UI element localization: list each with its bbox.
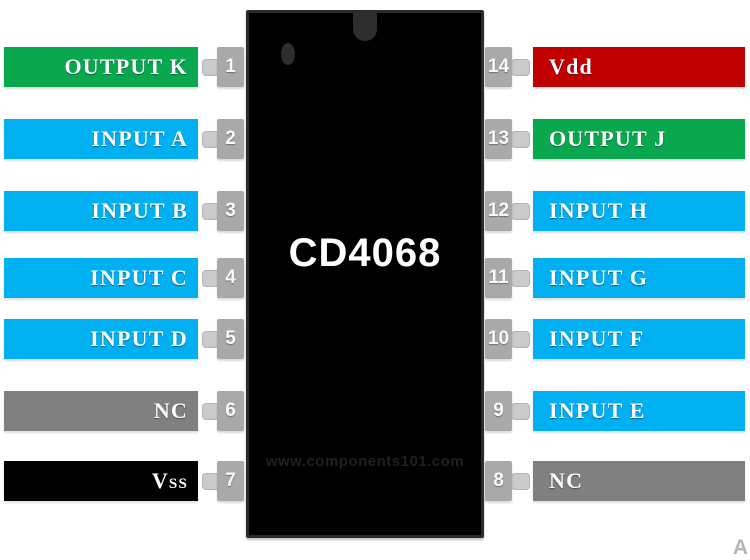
pin-label-output-j: OUTPUT J — [533, 119, 745, 159]
pin-lead-icon — [511, 59, 530, 76]
pin-number-6: 6 — [217, 391, 244, 431]
pin-lead-icon — [511, 270, 530, 287]
pin-lead-icon — [511, 473, 530, 490]
pin-label-input-a: INPUT A — [4, 119, 198, 159]
pin-label-output-k: OUTPUT K — [4, 47, 198, 87]
pin-number-2: 2 — [217, 119, 244, 159]
pin-lead-icon — [511, 203, 530, 220]
pin-number-1: 1 — [217, 47, 244, 87]
pin-row-11: 11 INPUT G — [0, 258, 750, 298]
pin-number-10: 10 — [485, 319, 512, 359]
pin-label-input-g: INPUT G — [533, 258, 745, 298]
pin-row-10: 10 INPUT F — [0, 319, 750, 359]
pin-row-1: OUTPUT K 1 — [0, 47, 750, 87]
pin-row-2: INPUT A 2 — [0, 119, 750, 159]
pin-label-input-f: INPUT F — [533, 319, 745, 359]
pin-row-8: 8 NC — [0, 461, 750, 501]
pin-label-vss: Vss — [4, 461, 198, 501]
pin-label-vdd: Vdd — [533, 47, 745, 87]
pin-number-14: 14 — [485, 47, 512, 87]
corner-watermark: A — [732, 536, 748, 559]
pin-label-nc-left: NC — [4, 391, 198, 431]
pin-number-8: 8 — [485, 461, 512, 501]
pin-number-13: 13 — [485, 119, 512, 159]
pin-label-input-c: INPUT C — [4, 258, 198, 298]
pin-row-4: INPUT C 4 — [0, 258, 750, 298]
pin-number-11: 11 — [485, 258, 512, 298]
pin-label-input-b: INPUT B — [4, 191, 198, 231]
pin-label-input-h: INPUT H — [533, 191, 745, 231]
pin-number-4: 4 — [217, 258, 244, 298]
pin-row-5: INPUT D 5 — [0, 319, 750, 359]
chip-notch-icon — [353, 13, 377, 41]
pin-label-input-d: INPUT D — [4, 319, 198, 359]
watermark-text: www.components101.com — [265, 453, 465, 470]
pin-lead-icon — [511, 403, 530, 420]
chip-part-number: CD4068 — [288, 231, 442, 275]
pin-row-12: 12 INPUT H — [0, 191, 750, 231]
pin-number-9: 9 — [485, 391, 512, 431]
pin-number-7: 7 — [217, 461, 244, 501]
pin-number-5: 5 — [217, 319, 244, 359]
pin-lead-icon — [511, 131, 530, 148]
pin-label-input-e: INPUT E — [533, 391, 745, 431]
pin-row-14: 14 Vdd — [0, 47, 750, 87]
pin-number-3: 3 — [217, 191, 244, 231]
pin-number-12: 12 — [485, 191, 512, 231]
pin-row-13: 13 OUTPUT J — [0, 119, 750, 159]
pin-row-7: Vss 7 — [0, 461, 750, 501]
pin-row-9: 9 INPUT E — [0, 391, 750, 431]
pin-label-nc-right: NC — [533, 461, 745, 501]
pin-row-6: NC 6 — [0, 391, 750, 431]
pin1-indicator-dot-icon — [281, 43, 295, 65]
pin-lead-icon — [511, 331, 530, 348]
pin-row-3: INPUT B 3 — [0, 191, 750, 231]
ic-chip-body: CD4068 www.components101.com — [246, 10, 484, 538]
